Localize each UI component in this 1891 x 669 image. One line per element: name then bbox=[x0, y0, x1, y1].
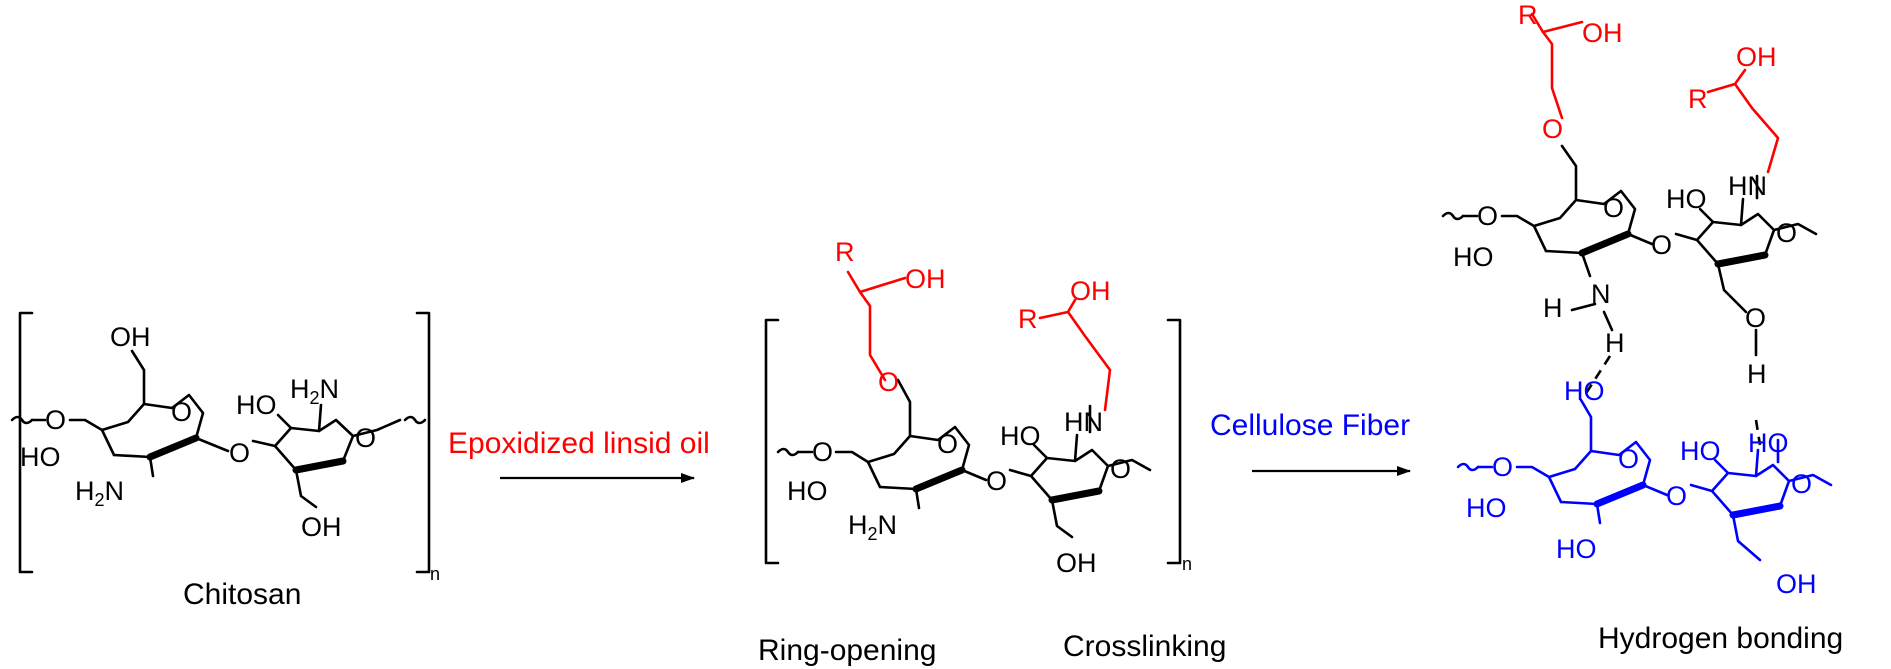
reagent-label-1: Epoxidized linsid oil bbox=[448, 427, 710, 460]
atom-ho: HO bbox=[20, 442, 61, 472]
atom-oh: OH bbox=[110, 322, 151, 352]
atom-ho: HO bbox=[1556, 534, 1597, 564]
atom-ho: HO bbox=[787, 476, 828, 506]
atom-oh: OH bbox=[1056, 548, 1097, 578]
atom-ho: HO bbox=[1680, 436, 1721, 466]
reagent-label-2: Cellulose Fiber bbox=[1210, 409, 1410, 442]
atom-o-ring: O bbox=[1618, 444, 1639, 474]
atom-hn: HN bbox=[1728, 171, 1767, 201]
atom-o-ring: O bbox=[1110, 454, 1131, 484]
atom-o-ring: O bbox=[1776, 218, 1797, 248]
atom-h: H bbox=[1543, 293, 1563, 323]
atom-ho: HO bbox=[1666, 184, 1707, 214]
atom-ho: HO bbox=[236, 390, 277, 420]
ring-opening-caption: Ring-opening bbox=[758, 634, 936, 667]
atom-h2n: H2N bbox=[75, 476, 124, 510]
atom-ho: HO bbox=[1564, 376, 1605, 406]
reaction-arrow-2: Cellulose Fiber bbox=[1210, 409, 1411, 476]
atom-o-glycosidic: O bbox=[1651, 230, 1672, 260]
atom-oh: OH bbox=[1776, 569, 1817, 599]
atom-ho: HO bbox=[1000, 421, 1041, 451]
atom-o-link: O bbox=[812, 437, 833, 467]
repeat-index: n bbox=[430, 564, 440, 584]
reaction-arrow-1: Epoxidized linsid oil bbox=[448, 427, 710, 483]
atom-oh: OH bbox=[1070, 276, 1111, 306]
atom-oh: OH bbox=[1582, 18, 1623, 48]
atom-ho: HO bbox=[1748, 428, 1789, 458]
atom-ho: HO bbox=[1466, 493, 1507, 523]
atom-o-ring: O bbox=[1603, 193, 1624, 223]
hydrogen-bonded-network: R OH O OH R O HO O O HO HN O H N H O H O… bbox=[1441, 0, 1843, 655]
atom-oh: OH bbox=[905, 264, 946, 294]
atom-o-glycosidic: O bbox=[986, 466, 1007, 496]
atom-h: H bbox=[1605, 328, 1625, 358]
modified-chitosan-structure: R OH O OH R O HO O H2N O HO HN O OH n Ri… bbox=[758, 237, 1226, 667]
atom-o-ether: O bbox=[1542, 114, 1563, 144]
atom-o-ring: O bbox=[1791, 469, 1812, 499]
atom-o-ring: O bbox=[937, 429, 958, 459]
atom-n: N bbox=[1591, 279, 1611, 309]
atom-o-glycosidic: O bbox=[1666, 481, 1687, 511]
repeat-index: n bbox=[1182, 554, 1192, 574]
crosslinking-caption: Crosslinking bbox=[1063, 630, 1226, 663]
atom-r: R bbox=[1688, 84, 1708, 114]
atom-ho: HO bbox=[1453, 242, 1494, 272]
atom-o-link: O bbox=[1492, 452, 1513, 482]
atom-o-link: O bbox=[45, 405, 66, 435]
atom-h2n: H2N bbox=[290, 374, 339, 408]
atom-o: O bbox=[1745, 303, 1766, 333]
atom-o-ring: O bbox=[171, 397, 192, 427]
chitosan-structure: O OH HO O H2N O HO H2N O OH n Chitosan bbox=[10, 311, 440, 611]
atom-h2n: H2N bbox=[848, 510, 897, 544]
atom-o-link: O bbox=[1477, 201, 1498, 231]
atom-r: R bbox=[835, 237, 855, 267]
atom-r: R bbox=[1518, 0, 1538, 30]
chitosan-caption: Chitosan bbox=[183, 578, 301, 611]
atom-o-ring: O bbox=[355, 423, 376, 453]
atom-r: R bbox=[1018, 304, 1038, 334]
atom-h: H bbox=[1747, 359, 1767, 389]
atom-oh: OH bbox=[1736, 42, 1777, 72]
atom-o-ether: O bbox=[878, 367, 899, 397]
atom-hn: HN bbox=[1064, 407, 1103, 437]
hydrogen-bonding-caption: Hydrogen bonding bbox=[1598, 622, 1843, 655]
atom-oh: OH bbox=[301, 512, 342, 542]
atom-o-glycosidic: O bbox=[229, 438, 250, 468]
